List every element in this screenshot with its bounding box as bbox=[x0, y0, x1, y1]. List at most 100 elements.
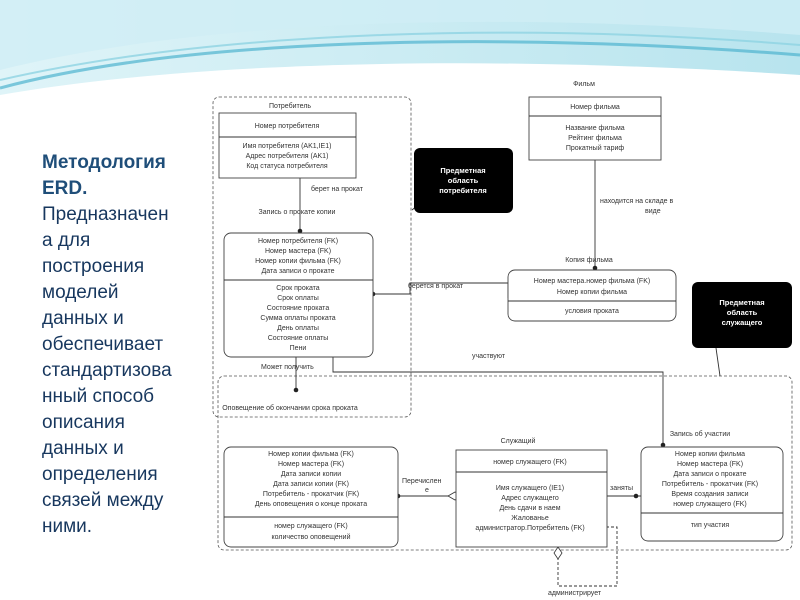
film-copy-dot bbox=[592, 265, 598, 271]
relation-admin: администрирует bbox=[548, 590, 602, 597]
sidebar-body-line: нный способ bbox=[42, 386, 155, 407]
entity-consumer-key: Номер потребителя bbox=[255, 122, 320, 130]
entity-rental-attr: Сумма оплаты проката bbox=[260, 315, 335, 322]
entity-rental: Запись о прокате копии Номер потребителя… bbox=[223, 209, 374, 358]
entity-notice-key: Номер мастера (FK) bbox=[278, 461, 344, 468]
entity-consumer-attr: Имя потребителя (AK1,IE1) bbox=[243, 142, 332, 150]
consumer-area-label: Предметная bbox=[440, 166, 485, 175]
relation-can-receive: Может получить bbox=[261, 364, 314, 371]
entity-participation-key: номер служащего (FK) bbox=[673, 501, 746, 508]
entity-consumer: Потребитель Номер потребителя Имя потреб… bbox=[218, 102, 357, 179]
entity-participation-key: Номер мастера (FK) bbox=[677, 461, 743, 468]
entity-rental-attr: Срок оплаты bbox=[277, 295, 319, 302]
relation-busy: заняты bbox=[610, 485, 633, 492]
consumer-area-box: Предметная область потребителя bbox=[414, 148, 513, 213]
entity-notice: Оповещение об окончании срока проката Но… bbox=[222, 404, 399, 548]
entity-film-attr: Название фильма bbox=[565, 125, 624, 132]
entity-participation-key: Время создания записи bbox=[671, 491, 748, 498]
entity-consumer-name: Потребитель bbox=[269, 102, 311, 110]
sidebar-body-line: а для bbox=[42, 230, 91, 251]
employee-area-box: Предметная область служащего bbox=[692, 282, 792, 348]
entity-rental-key: Номер мастера (FK) bbox=[265, 248, 331, 255]
entity-rental-key: Номер копии фильма (FK) bbox=[255, 258, 341, 265]
entity-notice-name: Оповещение об окончании срока проката bbox=[222, 404, 358, 412]
entity-employee-attr: Адрес служащего bbox=[501, 495, 559, 502]
entity-copy-key: Номер мастера.номер фильма (FK) bbox=[534, 278, 650, 285]
employee-area-label: Предметная bbox=[719, 298, 764, 307]
rental-notice-dot bbox=[293, 387, 299, 393]
relation-lists: е bbox=[425, 487, 429, 494]
entity-rental-attr: Срок проката bbox=[276, 285, 320, 292]
entity-notice-key: Потребитель - прокатчик (FK) bbox=[263, 490, 359, 498]
consumer-area-region bbox=[212, 96, 412, 418]
entity-rental-attr: Пени bbox=[290, 345, 307, 352]
entity-copy-attr: условия проката bbox=[565, 308, 619, 315]
sidebar-body-line: моделей bbox=[42, 282, 119, 303]
sidebar-body-line: стандартизова bbox=[42, 360, 172, 381]
rental-participation-line bbox=[332, 357, 664, 447]
entity-employee: Служащий номер служащего (FK) Имя служащ… bbox=[455, 437, 608, 548]
participation-rental-dot bbox=[660, 442, 666, 448]
relation-is-rented: берется в прокат bbox=[408, 282, 464, 290]
entity-employee-key: номер служащего (FK) bbox=[493, 459, 566, 466]
entity-film-attr: Прокатный тариф bbox=[566, 144, 625, 152]
consumer-area-label: область bbox=[448, 176, 479, 185]
entity-employee-attr: Имя служащего (IE1) bbox=[496, 485, 564, 492]
entity-employee-box bbox=[455, 449, 608, 548]
entity-participation-key: Дата записи о прокате bbox=[674, 471, 747, 478]
entity-notice-key: Дата записи копии (FK) bbox=[273, 481, 349, 488]
relation-takes: берет на прокат bbox=[311, 185, 364, 193]
sidebar-body-line: построения bbox=[42, 256, 145, 277]
sidebar-body-line: ними. bbox=[42, 516, 93, 537]
entity-film-attr: Рейтинг фильма bbox=[568, 134, 622, 142]
sidebar-body-line: данных и bbox=[42, 308, 124, 329]
admin-self-line bbox=[557, 526, 618, 587]
sidebar-title-line: Методология bbox=[42, 152, 166, 173]
entity-rental-attr: Состояние оплаты bbox=[268, 335, 329, 342]
entity-notice-key: Дата записи копии bbox=[281, 471, 341, 478]
sidebar-body-line: данных и bbox=[42, 438, 124, 459]
entity-rental-key: Номер потребителя (FK) bbox=[258, 237, 338, 245]
relation-lists: Перечислен bbox=[402, 478, 442, 485]
entity-rental-attr: День оплаты bbox=[277, 325, 319, 332]
entity-rental-key: Дата записи о прокате bbox=[262, 268, 335, 275]
entity-rental-name: Запись о прокате копии bbox=[259, 209, 336, 216]
entity-consumer-attr: Код статуса потребителя bbox=[246, 162, 327, 170]
relation-stored: виде bbox=[645, 208, 661, 215]
entity-employee-attr: День сдачи в наем bbox=[499, 505, 560, 512]
entity-participation-name: Запись об участии bbox=[670, 430, 730, 438]
sidebar-body-line: обеспечивает bbox=[42, 334, 164, 355]
sidebar-body-line: описания bbox=[42, 412, 125, 433]
entity-notice-key: День оповещения о конце проката bbox=[255, 501, 367, 508]
employee-area-label: служащего bbox=[722, 318, 763, 327]
employee-area-pointer bbox=[715, 347, 721, 377]
entity-copy-key: Номер копии фильма bbox=[557, 289, 627, 296]
employee-area-region bbox=[217, 375, 793, 551]
entity-film: Фильм Номер фильма Название фильма Рейти… bbox=[528, 81, 662, 161]
entity-consumer-box bbox=[218, 112, 357, 179]
sidebar-body-line: определения bbox=[42, 464, 158, 485]
entity-employee-attr: администратор.Потребитель (FK) bbox=[475, 524, 584, 532]
sidebar-title: Методология ERD. bbox=[42, 150, 217, 202]
consumer-area-label: потребителя bbox=[439, 186, 486, 195]
entity-participation-box bbox=[640, 446, 784, 542]
entity-participation-key: Номер копии фильма bbox=[675, 451, 745, 458]
entity-notice-attr: номер служащего (FK) bbox=[274, 523, 347, 530]
sidebar-body: Предназначен а для построения моделей да… bbox=[42, 202, 217, 540]
entity-participation: Запись об участии Номер копии фильма Ном… bbox=[640, 430, 784, 542]
sidebar-body-line: Предназначен bbox=[42, 204, 169, 225]
employee-area-label: область bbox=[727, 308, 758, 317]
entity-film-box bbox=[528, 96, 662, 161]
sidebar-description: Методология ERD. Предназначен а для пост… bbox=[42, 150, 217, 540]
consumer-rental-dot bbox=[297, 228, 303, 234]
consumer-area-rect bbox=[414, 148, 513, 213]
admin-diamond bbox=[553, 546, 563, 560]
entity-employee-attr: Жалованье bbox=[511, 515, 549, 522]
entity-rental-box bbox=[223, 232, 374, 358]
entity-consumer-attr: Адрес потребителя (AK1) bbox=[246, 152, 329, 160]
entity-notice-box bbox=[223, 446, 399, 548]
relation-stored: находится на складе в bbox=[600, 198, 674, 205]
entity-copy-name: Копия фильма bbox=[565, 257, 613, 264]
sidebar-body-line: связей между bbox=[42, 490, 164, 511]
